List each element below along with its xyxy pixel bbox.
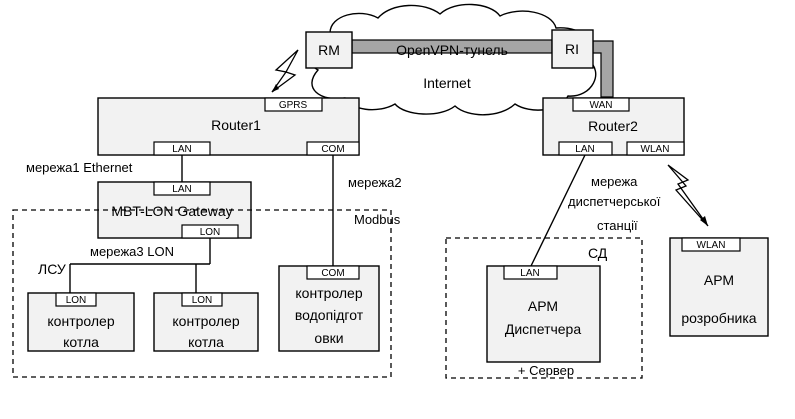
net3-label: мережа3 LON <box>90 244 174 259</box>
controller2-lon-label: LON <box>192 295 213 306</box>
controller3-line3: овки <box>314 330 343 346</box>
controller2-line2: котла <box>188 334 224 350</box>
arm-developer-wlan-label: WLAN <box>697 240 726 251</box>
gateway-lan-label: LAN <box>172 184 191 195</box>
router1-com-label: COM <box>321 144 344 155</box>
controller3-line2: водопідгот <box>295 307 364 323</box>
controller1-lon-label: LON <box>66 295 87 306</box>
controller1-lon-port <box>55 292 97 307</box>
arm-dispatcher-lan-port <box>503 265 558 280</box>
controller3-com-port <box>306 265 360 280</box>
tunnel-to-wan <box>592 40 614 98</box>
arm-dispatcher-line1: АРМ <box>528 298 558 314</box>
modbus-label: Modbus <box>354 212 401 227</box>
router2-lan-port <box>558 141 613 156</box>
ri-label: RI <box>565 41 579 57</box>
router1-lan-label: LAN <box>172 144 191 155</box>
router1-label: Router1 <box>211 117 261 133</box>
controller1-line1: контролер <box>47 313 114 329</box>
dispatch-net-line2: диспетчерської <box>568 194 661 209</box>
wlan-lightning-arrow-icon <box>700 216 708 226</box>
rm-label: RM <box>318 42 340 58</box>
controller1-line2: котла <box>63 334 99 350</box>
gprs-port-label: GPRS <box>279 100 308 111</box>
gateway-lan-port <box>153 181 211 196</box>
controller2-lon-port <box>181 292 223 307</box>
router2-lan-label: LAN <box>575 144 594 155</box>
net2-label: мережа2 <box>348 175 402 190</box>
lsu-region <box>12 209 392 378</box>
gprs-port <box>264 97 323 112</box>
lightning-arrow-icon <box>272 84 279 92</box>
router2-wlan-label: WLAN <box>641 144 670 155</box>
arm-developer-wlan-port <box>681 237 741 252</box>
sd-label: СД <box>588 245 608 261</box>
controller2-line1: контролер <box>172 313 239 329</box>
internet-label: Internet <box>423 75 471 91</box>
server-label: + Сервер <box>518 363 574 378</box>
wlan-lightning-icon <box>667 164 709 227</box>
router2-wlan-port <box>626 141 685 156</box>
controller3-line1: контролер <box>295 285 362 301</box>
gateway-lon-label: LON <box>200 227 221 238</box>
dispatch-net-line1: мережа <box>591 174 638 189</box>
controller3-box <box>278 265 380 352</box>
arm-developer-line2: розробника <box>681 310 756 326</box>
wan-port <box>572 97 630 112</box>
arm-dispatcher-line2: Диспетчера <box>505 321 581 337</box>
router2-label: Router2 <box>588 118 638 134</box>
arm-dispatcher-lan-label: LAN <box>520 268 539 279</box>
controller3-com-label: COM <box>321 268 344 279</box>
lsu-label: ЛСУ <box>38 261 66 277</box>
gateway-label: MBT-LON Gateway <box>111 203 232 219</box>
arm-developer-line1: АРМ <box>704 272 734 288</box>
net1-label: мережа1 Ethernet <box>26 160 133 175</box>
arm-dispatcher-box <box>486 265 601 363</box>
tunnel-label: OpenVPN-тунель <box>396 42 508 58</box>
dispatch-link <box>530 154 586 267</box>
sd-region <box>445 237 643 379</box>
dispatch-net-line3: станції <box>597 218 638 233</box>
ri-box <box>551 29 594 69</box>
wan-port-label: WAN <box>590 100 613 111</box>
arm-developer-box <box>669 237 769 337</box>
rm-box <box>305 31 353 69</box>
